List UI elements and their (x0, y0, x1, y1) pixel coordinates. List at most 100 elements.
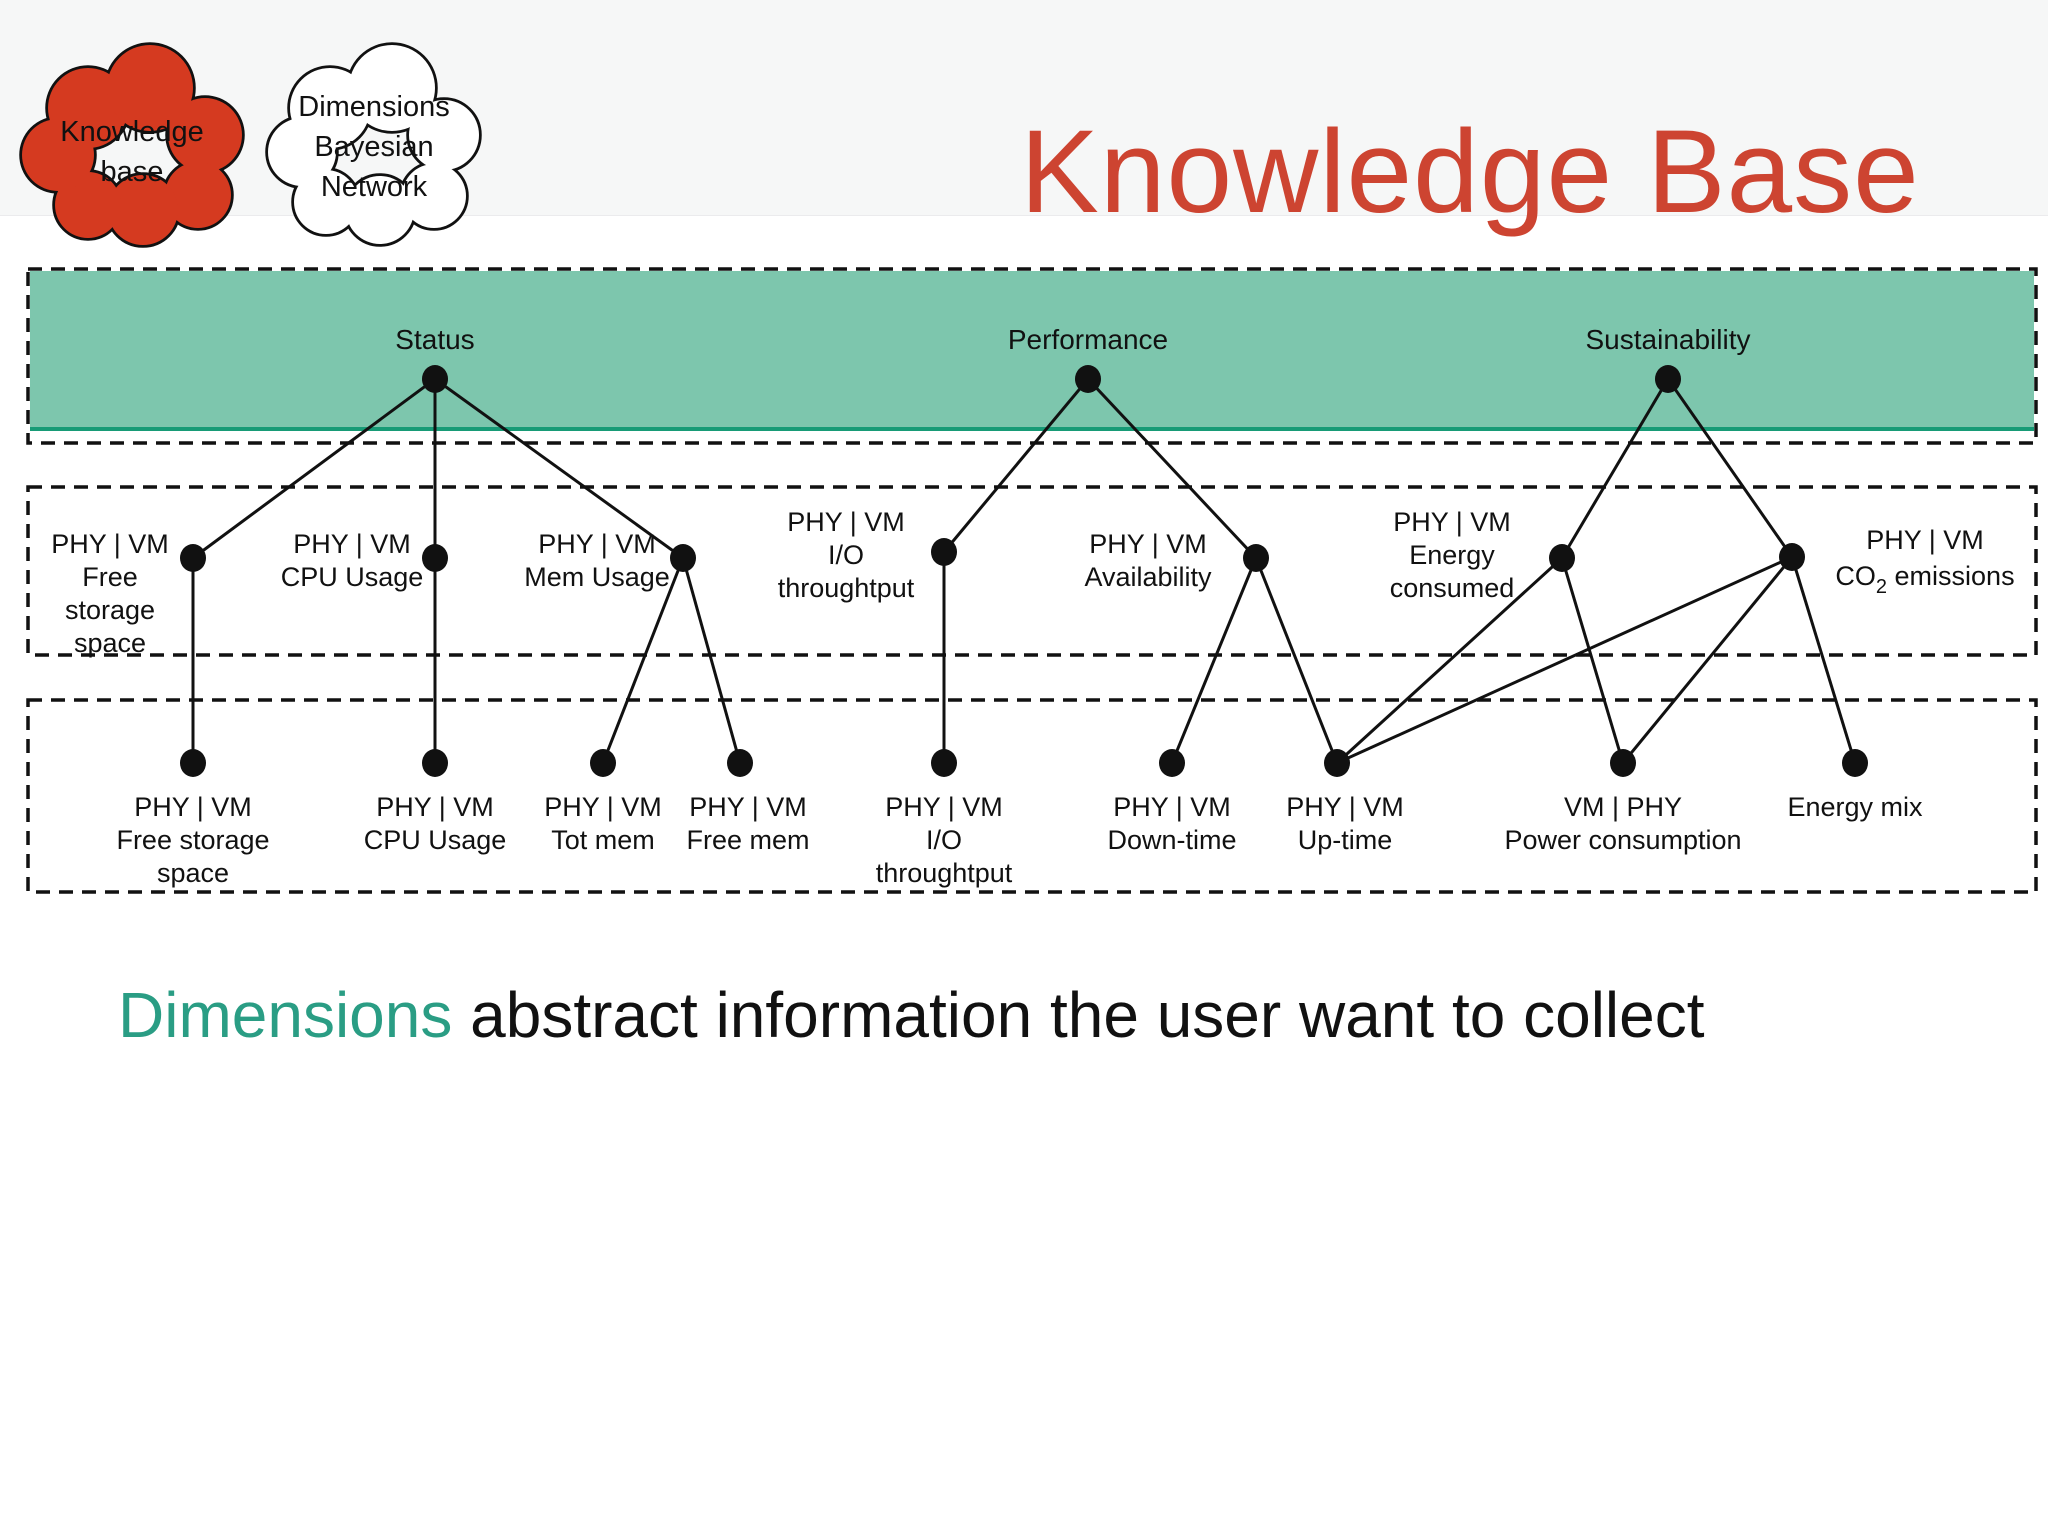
node-dot (931, 749, 957, 777)
node-dot (422, 544, 448, 572)
node-bottom-power-consumption: VM | PHY Power consumption (1504, 749, 1742, 855)
node-label-line: Down-time (1107, 825, 1236, 855)
node-dot (1324, 749, 1350, 777)
edge-energy-power (1560, 557, 1625, 764)
node-mid-cpu-usage: PHY | VM CPU Usage (281, 529, 448, 592)
caption-highlight: Dimensions (118, 979, 453, 1051)
node-dot (670, 544, 696, 572)
node-dot (180, 544, 206, 572)
node-dot (180, 749, 206, 777)
node-dot (1159, 749, 1185, 777)
node-label-line: Free storage (116, 825, 269, 855)
edge-status-mem (434, 377, 684, 560)
node-dot (1610, 749, 1636, 777)
edge-performance-io (942, 378, 1090, 553)
co2-pre: CO (1835, 561, 1876, 591)
co2-subscript: 2 (1876, 576, 1887, 598)
node-label-line: I/O (926, 825, 962, 855)
bayesian-network-edges (191, 377, 1857, 765)
node-performance: Performance (1008, 324, 1168, 393)
edge-mem-freemem (681, 557, 742, 764)
metrics-band (26, 698, 2038, 894)
caption: Dimensions abstract information the user… (118, 978, 1705, 1052)
node-dot (590, 749, 616, 777)
node-label-line: PHY | VM (1089, 529, 1207, 559)
node-dot (1842, 749, 1868, 777)
submetrics-band (26, 485, 2038, 657)
node-sustainability: Sustainability (1586, 324, 1750, 393)
node-label-line: I/O (828, 540, 864, 570)
node-dot (1655, 365, 1681, 393)
node-bottom-io-throughput: PHY | VM I/O throughtput (876, 749, 1013, 888)
edge-performance-availability (1086, 377, 1258, 560)
node-mid-mem-usage: PHY | VM Mem Usage (524, 529, 696, 592)
node-bottom-up-time: PHY | VM Up-time (1286, 749, 1404, 855)
dimensions-band-fill (30, 271, 2034, 429)
cloud-label-line: Knowledge (60, 116, 204, 148)
node-label-line: Energy mix (1787, 792, 1923, 822)
node-dot (727, 749, 753, 777)
caption-rest: abstract information the user want to co… (452, 979, 1705, 1051)
node-bottom-energy-mix: Energy mix (1787, 749, 1923, 822)
node-label: Performance (1008, 324, 1168, 355)
node-bottom-free-mem: PHY | VM Free mem (686, 749, 810, 855)
node-label-line: Power consumption (1504, 825, 1741, 855)
node-label-line: Tot mem (551, 825, 655, 855)
node-status: Status (395, 324, 475, 393)
edge-co2-uptime (1336, 555, 1793, 765)
edge-mem-totmem (601, 557, 685, 764)
node-label: Status (395, 324, 474, 355)
node-label-line: consumed (1390, 573, 1515, 603)
dimensions-band (26, 267, 2038, 445)
node-label-line: Free (82, 562, 138, 592)
node-dot (1075, 365, 1101, 393)
knowledge-base-diagram: Status Performance Sustainability PHY | … (19, 42, 2038, 894)
node-label-line: Up-time (1298, 825, 1393, 855)
node-label-line: PHY | VM (538, 529, 656, 559)
node-label-line: Availability (1084, 562, 1212, 592)
node-dot (422, 365, 448, 393)
node-label-line: PHY | VM (293, 529, 411, 559)
node-mid-energy-consumed: PHY | VM Energy consumed (1390, 507, 1575, 603)
cloud-label-line: Network (321, 171, 428, 203)
node-label-line: space (74, 628, 146, 658)
edge-status-freestorage (192, 377, 436, 560)
node-mid-availability: PHY | VM Availability (1084, 529, 1269, 592)
node-label-line: PHY | VM (376, 792, 494, 822)
node-bottom-tot-mem: PHY | VM Tot mem (544, 749, 662, 855)
node-label-line: PHY | VM (1113, 792, 1231, 822)
edge-co2-power (1621, 556, 1794, 764)
node-label-line: PHY | VM (134, 792, 252, 822)
node-label-line: VM | PHY (1564, 792, 1682, 822)
node-dot (1779, 543, 1805, 571)
node-label-line: Mem Usage (524, 562, 670, 592)
cloud-fill (268, 45, 479, 244)
node-label-line: CPU Usage (281, 562, 424, 592)
node-bottom-down-time: PHY | VM Down-time (1107, 749, 1237, 855)
edge-sustainability-energy (1560, 378, 1670, 559)
node-dot (1243, 544, 1269, 572)
edge-availability-uptime (1254, 557, 1339, 764)
dimensions-band-border (26, 267, 2038, 445)
cloud-fill (22, 45, 242, 245)
node-label-line: space (157, 858, 229, 888)
page-title: Knowledge Base (1020, 106, 1920, 238)
node-label-line: PHY | VM (1286, 792, 1404, 822)
node-label-line: storage (65, 595, 155, 625)
cloud-label-line: Bayesian (314, 131, 433, 163)
node-dot (931, 538, 957, 566)
dimensions-bayesian-network-cloud: Dimensions Bayesian Network (265, 42, 482, 247)
node-bottom-cpu-usage: PHY | VM CPU Usage (364, 749, 507, 855)
node-label-line: PHY | VM (544, 792, 662, 822)
node-label-line: PHY | VM (51, 529, 169, 559)
co2-post: emissions (1887, 561, 2015, 591)
node-label-line: Free mem (686, 825, 809, 855)
node-mid-io-throughput: PHY | VM I/O throughtput (778, 507, 957, 603)
node-bottom-free-storage: PHY | VM Free storage space (116, 749, 270, 888)
node-label-line: CPU Usage (364, 825, 507, 855)
node-label-line: CO2 emissions (1835, 561, 2014, 598)
node-label-line: throughtput (876, 858, 1013, 888)
node-label-line: PHY | VM (1393, 507, 1511, 537)
node-label-line: PHY | VM (689, 792, 807, 822)
